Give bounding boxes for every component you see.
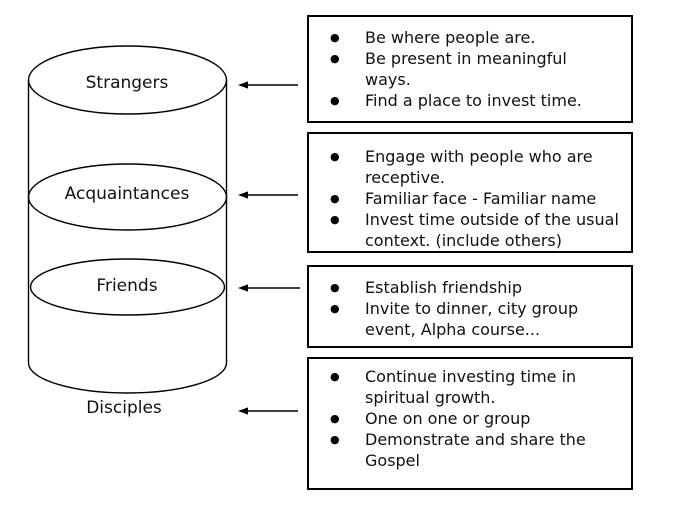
bullet-item: ● Demonstrate and share the Gospel: [309, 429, 627, 471]
bullet-icon: ●: [330, 192, 340, 205]
bullet-text: Demonstrate and share the Gospel: [365, 430, 586, 470]
cylinder-bottom-arc: [27, 362, 228, 394]
bullet-icon: ●: [330, 281, 340, 294]
bullet-icon: ●: [330, 213, 340, 226]
bullet-icon: ●: [330, 412, 340, 425]
bullet-text: Invest time outside of the usual context…: [365, 210, 619, 250]
tier-label-strangers: Strangers: [85, 73, 169, 93]
bullet-item: ● One on one or group: [309, 408, 627, 429]
tier-ellipse-friends: [29, 258, 226, 316]
bullet-text: Find a place to invest time.: [365, 91, 582, 110]
arrow-to-acquaintances: [238, 191, 298, 199]
note-box-strangers: ● Be where people are. ● Be present in m…: [307, 15, 633, 123]
note-box-acquaintances: ● Engage with people who are receptive. …: [307, 132, 633, 253]
bullet-icon: ●: [330, 433, 340, 446]
bullet-text: Be present in meaningful ways.: [365, 49, 567, 89]
bullet-item: ● Find a place to invest time.: [309, 90, 627, 111]
bullet-item: ● Continue investing time in spiritual g…: [309, 366, 627, 408]
bullet-item: ● Familiar face - Familiar name: [309, 188, 627, 209]
bullet-text: Familiar face - Familiar name: [365, 189, 597, 208]
bullet-icon: ●: [330, 52, 340, 65]
bullet-text: Engage with people who are receptive.: [365, 147, 593, 187]
bullet-item: ● Be where people are.: [309, 27, 627, 48]
bullet-icon: ●: [330, 31, 340, 44]
bullet-text: Be where people are.: [365, 28, 536, 47]
bullet-text: Establish friendship: [365, 278, 523, 297]
tier-label-acquaintances: Acquaintances: [64, 184, 190, 204]
tier-label-disciples: Disciples: [86, 398, 162, 418]
note-box-friends: ● Establish friendship ● Invite to dinne…: [307, 265, 633, 348]
tier-ellipse-acquaintances: [27, 163, 228, 231]
bullet-item: ● Engage with people who are receptive.: [309, 146, 627, 188]
bullet-icon: ●: [330, 94, 340, 107]
tier-label-friends: Friends: [96, 276, 158, 296]
bullet-text: Invite to dinner, city group event, Alph…: [365, 299, 579, 339]
note-box-disciples: ● Continue investing time in spiritual g…: [307, 357, 633, 490]
bullet-item: ● Invite to dinner, city group event, Al…: [309, 298, 627, 340]
arrow-to-disciples: [238, 407, 298, 415]
bullet-text: One on one or group: [365, 409, 531, 428]
bullet-icon: ●: [330, 302, 340, 315]
bullet-icon: ●: [330, 370, 340, 383]
bullet-text: Continue investing time in spiritual gro…: [365, 367, 577, 407]
bullet-item: ● Be present in meaningful ways.: [309, 48, 627, 90]
bullet-item: ● Establish friendship: [309, 277, 627, 298]
arrow-to-strangers: [238, 81, 298, 89]
bullet-item: ● Invest time outside of the usual conte…: [309, 209, 627, 251]
bullet-icon: ●: [330, 150, 340, 163]
arrow-to-friends: [238, 284, 300, 292]
